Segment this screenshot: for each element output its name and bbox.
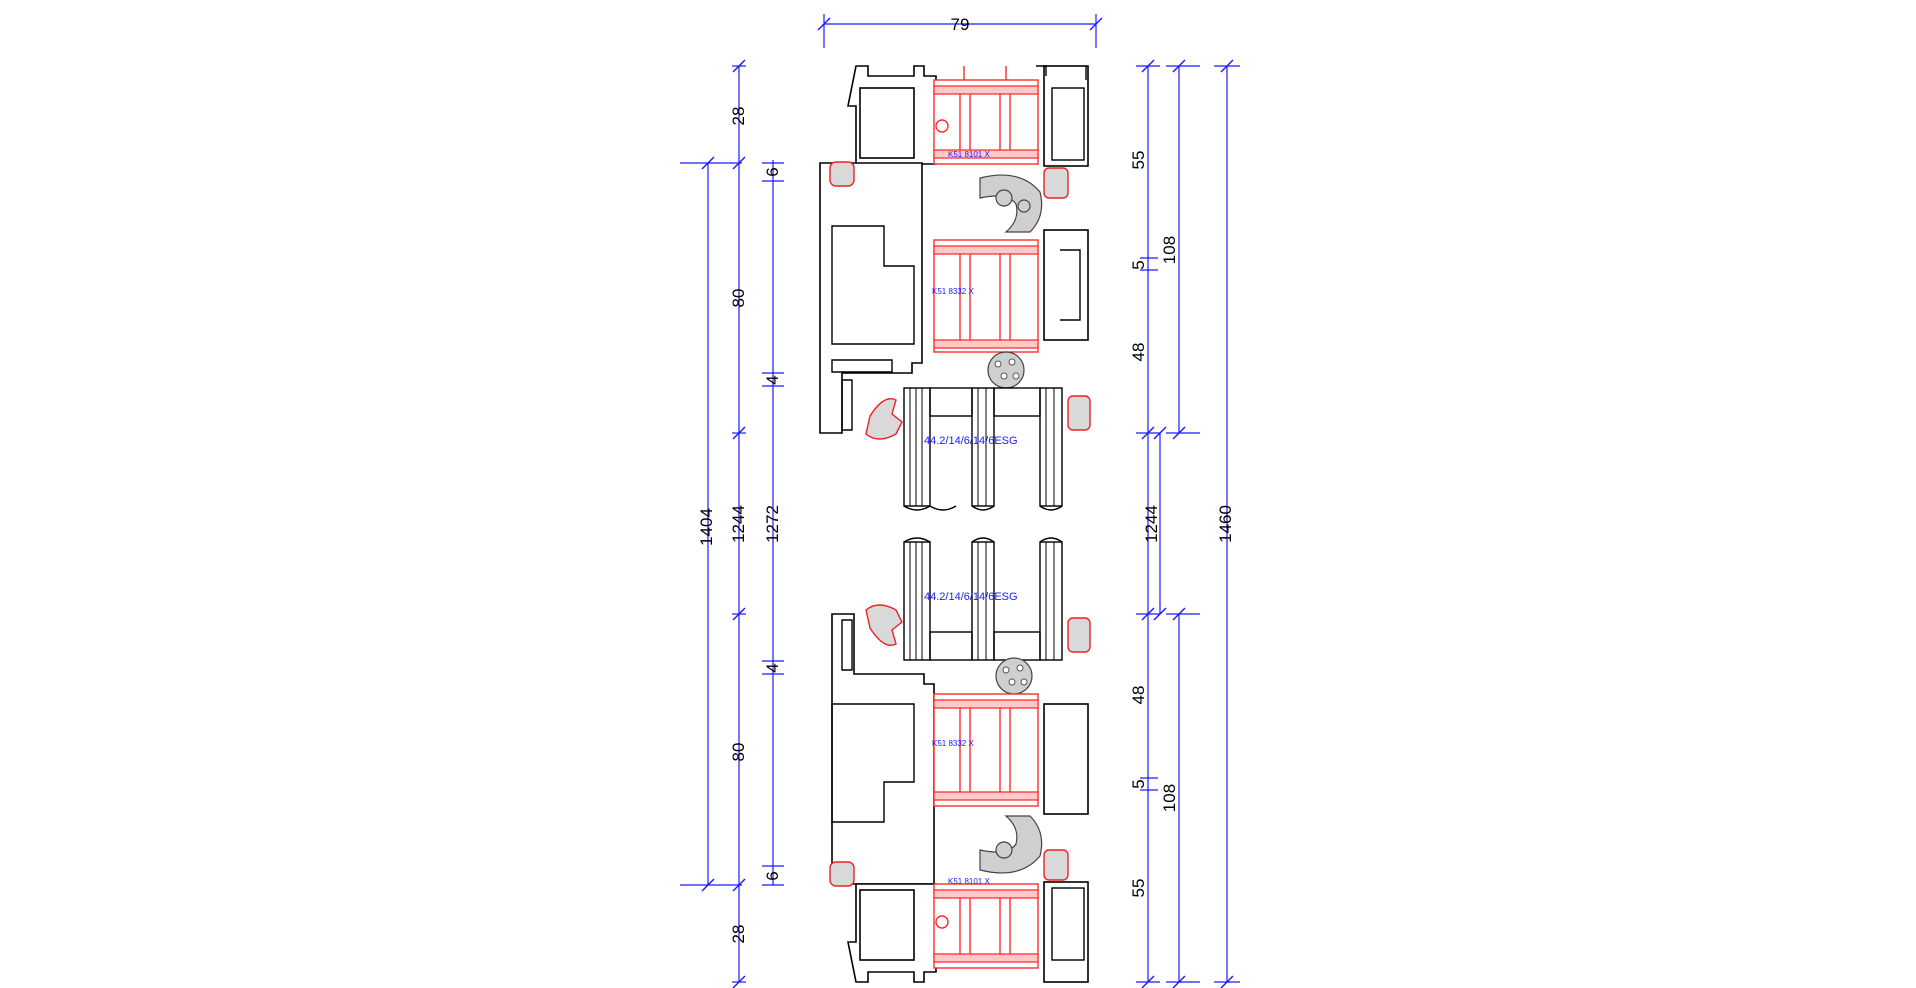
dim-right-1460: 1460 (1216, 505, 1235, 543)
top-glass-pane-3 (1039, 387, 1063, 507)
dim-left-bot-80: 80 (729, 743, 748, 762)
top-right-end-gasket (1067, 395, 1091, 431)
dim-left-bot-6: 6 (763, 871, 782, 880)
bottom-center-gasket (979, 815, 1043, 874)
bottom-insulating-rod (995, 657, 1033, 695)
dim-left-bot-4: 4 (763, 663, 782, 672)
top-profile-assembly: K51 8101 X K51 8332 X 44.2/14/6/14/6ESG (819, 65, 1091, 511)
dim-left-bot-28: 28 (729, 925, 748, 944)
dim-right-bot-55: 55 (1129, 879, 1148, 898)
dim-right-top-108: 108 (1160, 236, 1179, 264)
top-insulating-rod (987, 351, 1025, 389)
bottom-sash-label: K51 8332 X (932, 739, 974, 748)
bottom-glass-pane-1 (903, 541, 931, 661)
dim-right-bot-48: 48 (1129, 686, 1148, 705)
bottom-frame-chamber-left (859, 889, 915, 961)
dim-left-top-28: 28 (729, 107, 748, 126)
bottom-glazing-label: 44.2/14/6/14/6ESG (924, 591, 1018, 603)
bottom-sash-thermal-break (933, 693, 1039, 807)
top-left-end-gasket (829, 161, 855, 187)
bottom-left-end-gasket (829, 861, 855, 887)
top-sash-profile (819, 162, 923, 434)
bottom-right-end-gasket (1067, 617, 1091, 653)
dim-right-top-48: 48 (1129, 343, 1148, 362)
dim-left-top-6: 6 (763, 167, 782, 176)
top-glazing-wedge (865, 398, 903, 440)
dim-right-1244: 1244 (1142, 505, 1161, 543)
top-center-gasket (979, 174, 1043, 233)
top-sash-label: K51 8332 X (932, 287, 974, 296)
left-dimension-chains: 1404 28 80 1244 80 28 6 4 1272 4 6 (680, 59, 784, 988)
bottom-frame-label: K51 8101 X (948, 877, 990, 886)
dim-right-bot-5: 5 (1129, 779, 1148, 788)
bottom-frame-chamber-right (1043, 881, 1089, 983)
dim-left-1244: 1244 (729, 505, 748, 543)
top-frame-label: K51 8101 X (948, 150, 990, 159)
top-glazing-label: 44.2/14/6/14/6ESG (924, 435, 1018, 447)
dim-left-top-4: 4 (763, 375, 782, 384)
top-glass-pane-2 (971, 387, 995, 507)
top-sash-chamber-right (1043, 229, 1089, 341)
bottom-glass-pane-3 (1039, 541, 1063, 661)
bottom-glazing-wedge (865, 604, 903, 646)
top-glass-pane-1 (903, 387, 931, 507)
dim-top-width: 79 (951, 15, 970, 34)
dim-right-top-5: 5 (1129, 260, 1148, 269)
bottom-sash-chamber-right (1043, 703, 1089, 815)
dim-right-bot-108: 108 (1160, 784, 1179, 812)
bottom-profile-assembly: 44.2/14/6/14/6ESG K51 8332 X K51 8101 X (829, 537, 1091, 983)
top-frame-chamber-left (859, 87, 915, 159)
top-sash-thermal-break (933, 239, 1039, 353)
right-dimension-chains: 55 5 48 48 5 55 108 108 1244 1460 (1129, 59, 1240, 988)
dim-left-1272: 1272 (763, 505, 782, 543)
dim-left-top-80: 80 (729, 289, 748, 308)
top-width-dimension: 79 (817, 14, 1103, 48)
dim-right-top-55: 55 (1129, 151, 1148, 170)
dim-left-1404: 1404 (697, 508, 716, 546)
top-frame-chamber-right (1043, 65, 1089, 167)
